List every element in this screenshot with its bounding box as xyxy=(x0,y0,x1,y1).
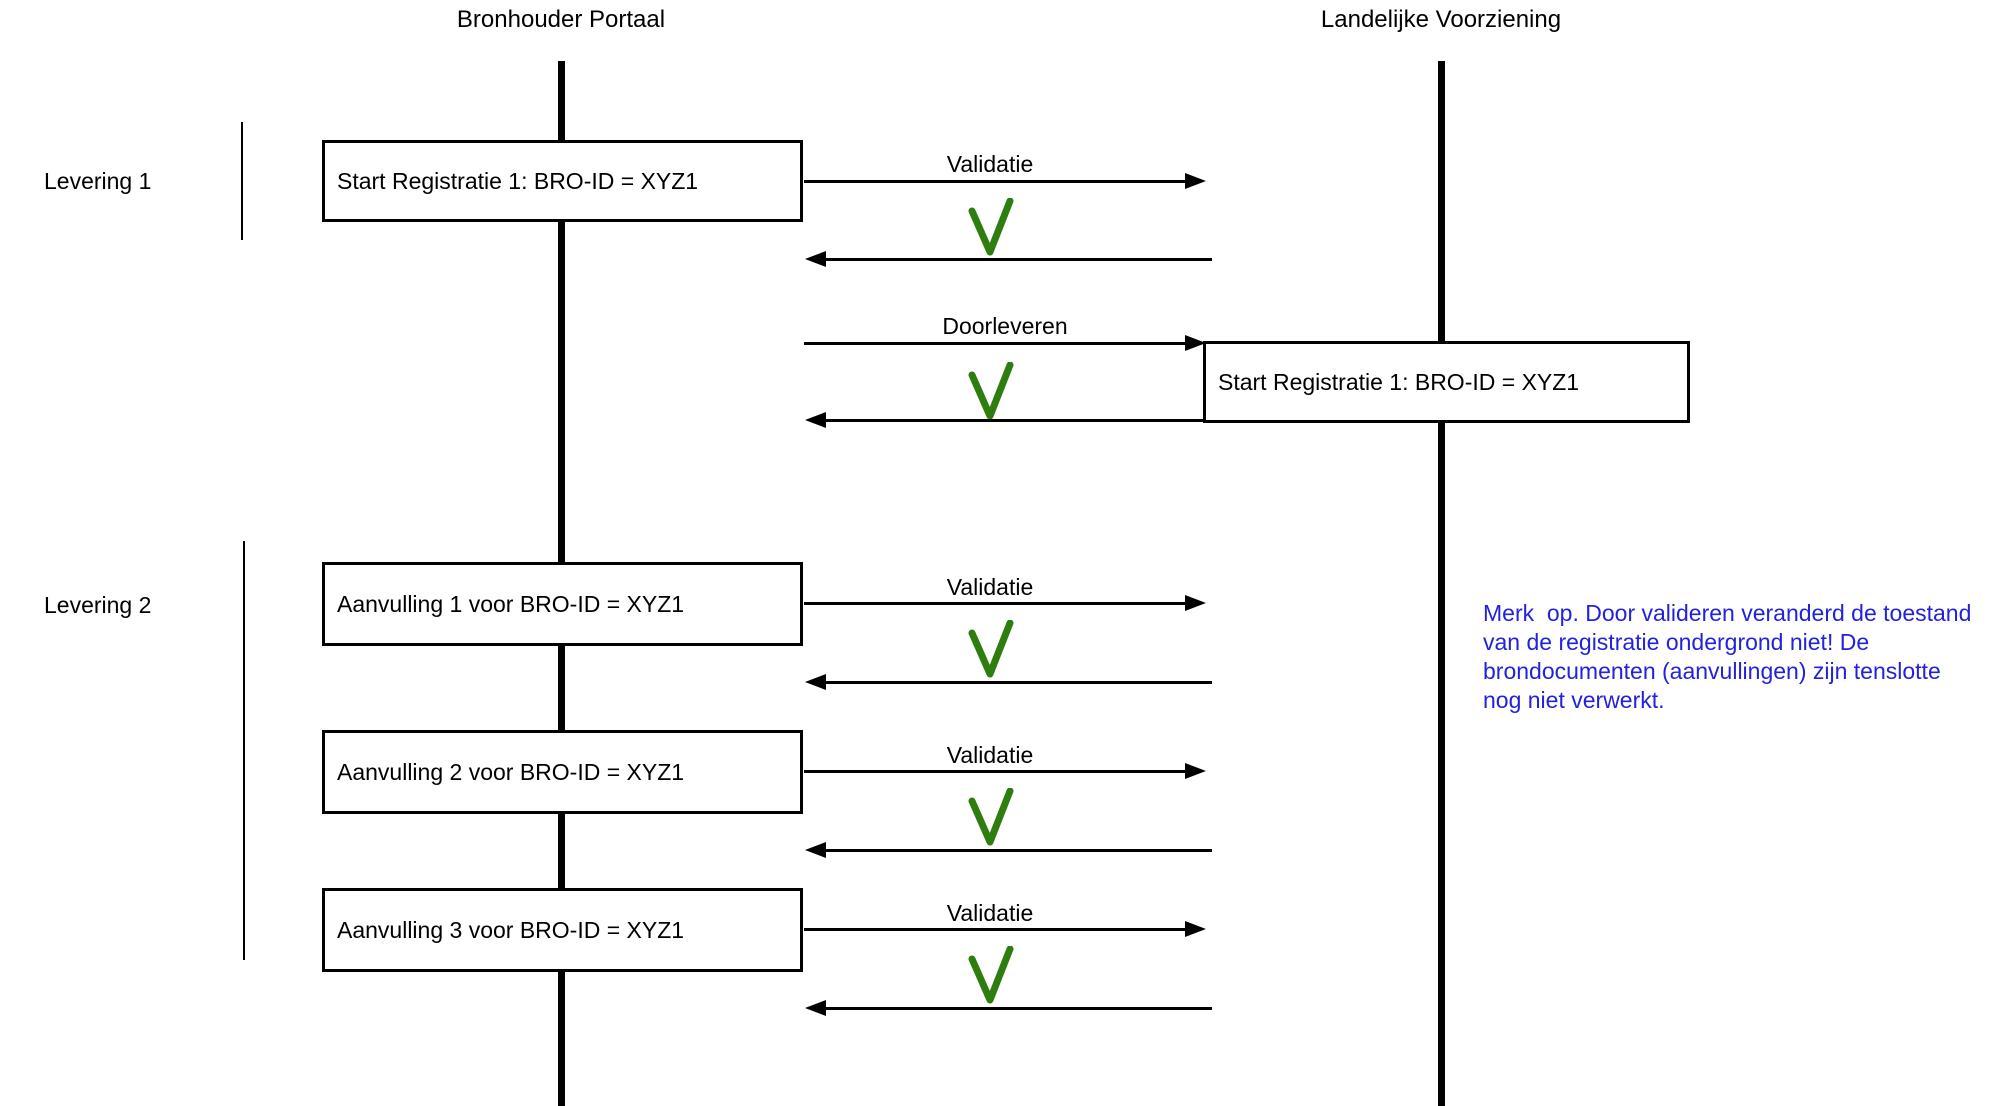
label-doorleveren: Doorleveren xyxy=(942,313,1068,339)
actor-title-landelijke-voorziening: Landelijke Voorziening xyxy=(1320,6,1562,33)
arrow-validatie-request-3 xyxy=(804,763,1206,779)
label-validatie-2: Validatie xyxy=(946,574,1034,600)
check-icon xyxy=(967,197,1015,256)
check-icon xyxy=(967,361,1015,420)
arrow-doorleveren-response xyxy=(805,412,1212,428)
message-box-aanvulling-3: Aanvulling 3 voor BRO-ID = XYZ1 xyxy=(322,888,803,972)
lifeline-landelijke-segment xyxy=(1438,423,1445,1106)
arrow-validatie-response-3 xyxy=(805,842,1212,858)
label-validatie-4: Validatie xyxy=(946,900,1034,926)
lifeline-bronhouder-segment xyxy=(558,972,565,1106)
arrow-validatie-response-1 xyxy=(805,251,1212,267)
actor-title-bronhouder-portaal: Bronhouder Portaal xyxy=(456,6,666,33)
lifeline-bronhouder-segment xyxy=(558,646,565,730)
lifeline-bronhouder-segment xyxy=(558,814,565,888)
lifeline-bronhouder-segment xyxy=(558,222,565,562)
lifeline-bronhouder-segment xyxy=(558,61,565,140)
arrow-validatie-response-4 xyxy=(805,1000,1212,1016)
check-icon xyxy=(967,945,1015,1004)
label-validatie-3: Validatie xyxy=(946,742,1034,768)
arrow-validatie-request-4 xyxy=(804,921,1206,937)
message-box-start-registratie-portaal: Start Registratie 1: BRO-ID = XYZ1 xyxy=(322,140,803,222)
note-text: Merk op. Door valideren veranderd de toe… xyxy=(1483,600,1972,713)
group-bracket-levering-2 xyxy=(243,541,245,960)
message-box-aanvulling-1: Aanvulling 1 voor BRO-ID = XYZ1 xyxy=(322,562,803,646)
check-icon xyxy=(967,619,1015,678)
lifeline-landelijke-segment xyxy=(1438,61,1445,341)
label-validatie-1: Validatie xyxy=(946,151,1034,177)
group-label-levering-1: Levering 1 xyxy=(44,168,152,194)
arrow-validatie-request-1 xyxy=(804,173,1206,189)
arrow-validatie-response-2 xyxy=(805,674,1212,690)
arrow-validatie-request-2 xyxy=(804,595,1206,611)
arrow-doorleveren-request xyxy=(804,335,1206,351)
group-bracket-levering-1 xyxy=(241,122,243,240)
message-box-start-registratie-lv: Start Registratie 1: BRO-ID = XYZ1 xyxy=(1203,341,1690,423)
check-icon xyxy=(967,787,1015,846)
message-box-aanvulling-2: Aanvulling 2 voor BRO-ID = XYZ1 xyxy=(322,730,803,814)
group-label-levering-2: Levering 2 xyxy=(44,592,152,618)
